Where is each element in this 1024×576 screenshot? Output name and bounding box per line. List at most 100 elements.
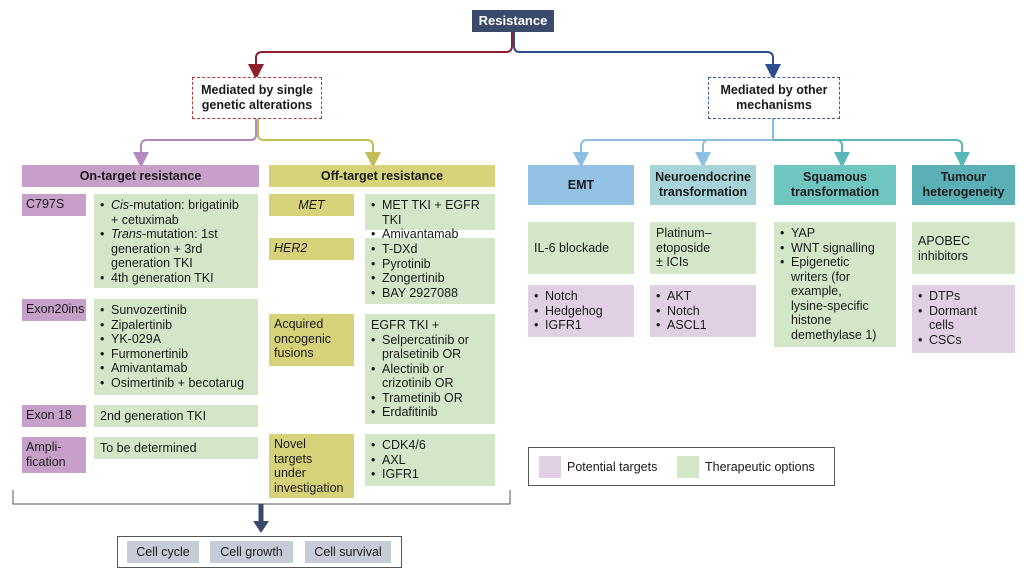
list-item: Furmonertinib <box>100 347 252 362</box>
list-item: Trametinib OR <box>371 391 489 406</box>
option-cis-mutation: Cis-mutation: brigatinib+ cetuximab <box>100 198 252 227</box>
label-exon20ins-text: Exon20ins <box>26 302 85 316</box>
list-item: Zongertinib <box>371 271 489 286</box>
fusion-opt-3: Trametinib OR <box>382 390 463 405</box>
label-ampli-1: Ampli- <box>26 440 62 454</box>
sq-epi-5: histone <box>791 313 832 327</box>
list-item: Pyrotinib <box>371 257 489 272</box>
cis-rest: -mutation: brigatinib <box>129 198 239 212</box>
list-item: T-DXd <box>371 242 489 257</box>
sq-wnt: WNT signalling <box>791 240 875 255</box>
neuro-ther-2: etoposide <box>656 240 711 255</box>
cis-lead: Cis <box>111 198 130 212</box>
list-item: IGFR1 <box>371 467 489 482</box>
tumour-dormant-2: cells <box>929 318 955 332</box>
list-item: WNT signalling <box>780 241 890 256</box>
list-item: BAY 2927088 <box>371 286 489 301</box>
header-squamous-line-2: transformation <box>790 185 880 199</box>
trans-lead: Trans <box>111 227 143 241</box>
emt-therapeutic: IL-6 blockade <box>528 222 634 274</box>
fusion-opt-2a: Alectinib or <box>382 361 444 376</box>
label-exon18-text: Exon 18 <box>26 408 72 422</box>
emt-therapeutic-text: IL-6 blockade <box>534 240 610 255</box>
fusion-opt-4: Erdafitinib <box>382 405 438 419</box>
list-item: Hedgehog <box>534 304 628 319</box>
header-squamous-line-1: Squamous <box>803 170 867 184</box>
fusion-opt-1a: Selpercatinib or <box>382 332 469 347</box>
list-item: AXL <box>371 453 489 468</box>
list-item: YK-029A <box>100 332 252 347</box>
neuro-therapeutic: Platinum–etoposide± ICIs <box>650 222 756 274</box>
exon18-text: 2nd generation TKI <box>100 409 207 423</box>
label-fusions-3: fusions <box>274 346 314 360</box>
tumour-ther-1: APOBEC <box>918 234 971 248</box>
branch-other-line-1: Mediated by other <box>720 83 828 97</box>
label-met-text: MET <box>298 197 325 212</box>
outcome-cell-cycle-label: Cell cycle <box>136 544 190 559</box>
header-on-target-label: On-target resistance <box>79 168 202 183</box>
option-4th-generation: 4th generation TKI <box>100 271 252 286</box>
header-emt-label: EMT <box>567 177 595 192</box>
list-item: Sunvozertinib <box>100 303 252 318</box>
neuro-potential: AKT Notch ASCL1 <box>650 285 756 337</box>
tumour-dormant-1: Dormant <box>929 303 977 318</box>
branch-other-line-2: mechanisms <box>736 98 812 112</box>
list-item: CDK4/6 <box>371 438 489 453</box>
header-tumour-line-1: Tumour <box>940 170 987 184</box>
label-novel-3: under <box>274 466 306 480</box>
label-novel-4: investigation <box>274 480 344 495</box>
header-neuro-line-2: transformation <box>658 185 748 199</box>
options-exon18: 2nd generation TKI <box>94 405 258 427</box>
outcome-cell-growth: Cell growth <box>210 541 293 563</box>
options-novel-targets: CDK4/6 AXL IGFR1 <box>365 434 495 486</box>
sq-yap: YAP <box>791 226 816 240</box>
outcome-cell-survival: Cell survival <box>305 541 391 563</box>
list-item: CSCs <box>918 333 1009 348</box>
label-met: MET <box>269 194 354 216</box>
label-novel-1: Novel <box>274 437 306 451</box>
header-off-target: Off-target resistance <box>269 165 495 187</box>
outcome-cell-cycle: Cell cycle <box>127 541 199 563</box>
label-c797s-text: C797S <box>26 197 65 211</box>
label-exon20ins: Exon20ins <box>22 299 86 321</box>
legend: Potential targets Therapeutic options <box>528 447 835 486</box>
list-item: MET TKI + EGFR TKI <box>371 198 489 227</box>
label-fusions-1: Acquired <box>274 317 324 331</box>
cis-cont: + cetuximab <box>111 212 179 227</box>
legend-potential-label: Potential targets <box>567 460 658 474</box>
fusion-opt-2b: crizotinib OR <box>382 376 454 390</box>
emt-potential: Notch Hedgehog IGFR1 <box>528 285 634 337</box>
list-item: Amivantamab <box>371 227 489 242</box>
sq-epi-4: lysine-specific <box>791 298 869 313</box>
branch-genetic-line-2: genetic alterations <box>201 98 313 112</box>
list-item: AKT <box>656 289 750 304</box>
legend-therapeutic-swatch <box>677 456 699 478</box>
outcome-cell-survival-label: Cell survival <box>314 544 382 559</box>
outcome-cell-growth-label: Cell growth <box>220 544 283 559</box>
list-item: DTPs <box>918 289 1009 304</box>
list-item: YAP <box>780 226 890 241</box>
list-item: IGFR1 <box>534 318 628 333</box>
list-item: Erdafitinib <box>371 405 489 420</box>
trans-cont-2: generation TKI <box>111 256 193 270</box>
label-c797s: C797S <box>22 194 86 216</box>
options-her2: T-DXd Pyrotinib Zongertinib BAY 2927088 <box>365 238 495 304</box>
tumour-cscs: CSCs <box>929 332 962 347</box>
tumour-ther-2: inhibitors <box>918 248 969 263</box>
header-neuro-line-1: Neuroendocrine <box>655 170 751 184</box>
label-her2-text: HER2 <box>274 241 308 255</box>
list-item: ASCL1 <box>656 318 750 333</box>
sq-epi-2: writers (for <box>791 269 851 284</box>
header-tumour-line-2: heterogeneity <box>922 185 1005 199</box>
